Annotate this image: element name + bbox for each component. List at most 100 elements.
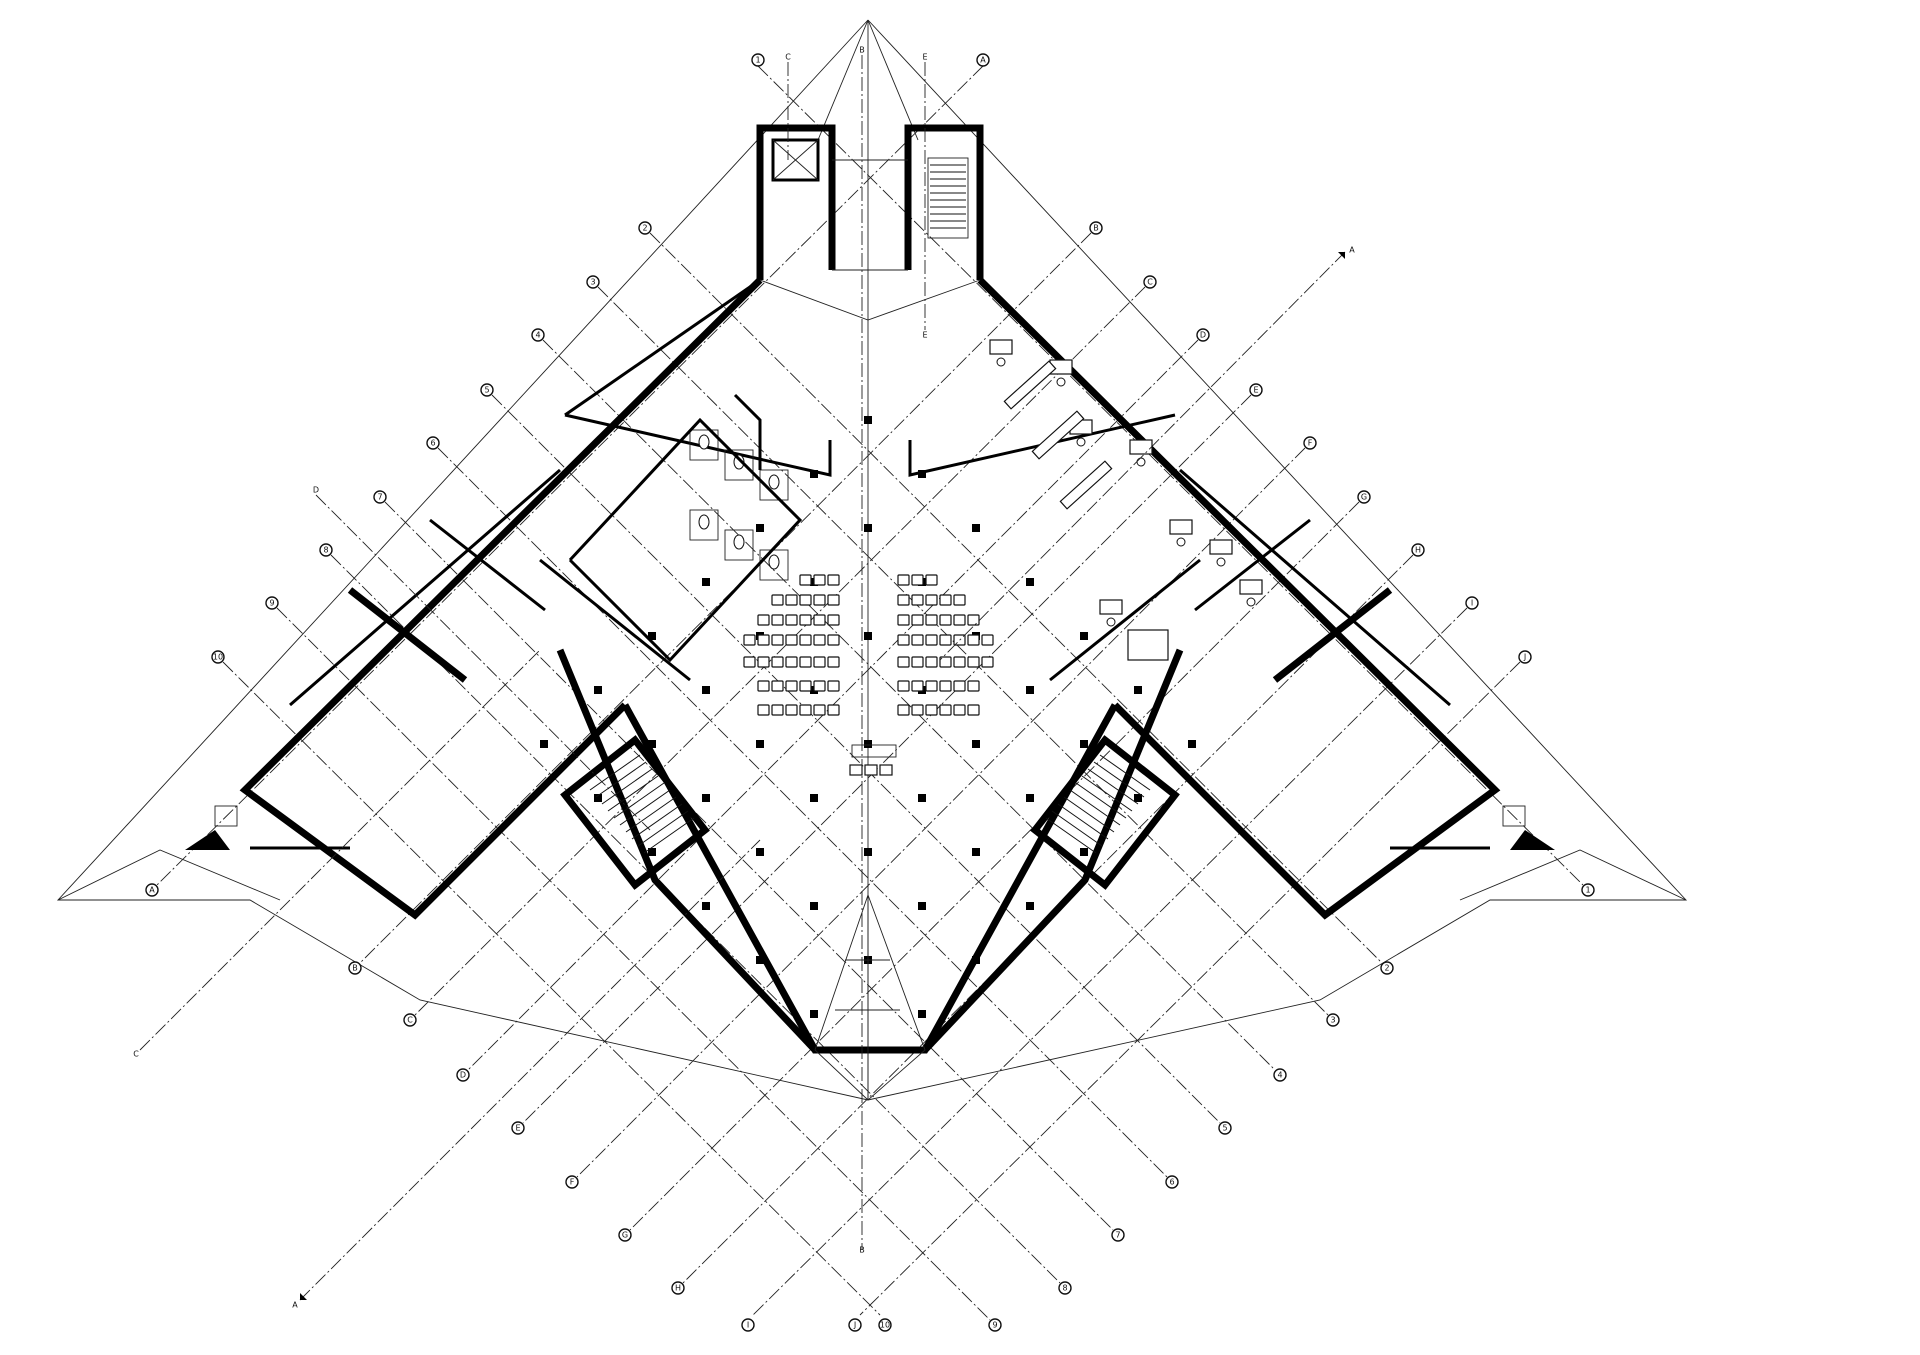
structural-column: [756, 740, 764, 748]
grid-bubble-top-1: 1: [751, 53, 765, 67]
seat: [771, 704, 784, 716]
seat: [771, 634, 784, 646]
svg-text:D: D: [460, 1071, 466, 1080]
grid-line-number-5: [491, 394, 1221, 1124]
seat: [757, 704, 770, 716]
section-markers: A A B B C C D E E: [133, 46, 1355, 1310]
svg-text:E: E: [1253, 386, 1258, 395]
svg-text:1: 1: [755, 56, 760, 65]
grid-bubble-bottom-10: 10: [878, 1318, 892, 1332]
grid-bubble-left-6: 6: [426, 436, 440, 450]
stair-tread: [601, 768, 653, 805]
grid-bubble-right-1: 1: [1581, 883, 1595, 897]
seat: [897, 594, 910, 606]
seat: [925, 704, 938, 716]
seat: [785, 680, 798, 692]
svg-text:A: A: [1349, 246, 1355, 255]
svg-text:8: 8: [323, 546, 328, 555]
seat: [771, 656, 784, 668]
seat: [785, 704, 798, 716]
grid-line-letter-9: [859, 661, 1521, 1316]
office-desk: [1099, 599, 1123, 615]
seat: [953, 680, 966, 692]
svg-text:I: I: [1471, 599, 1473, 608]
grid-bubble-right-F: F: [1303, 436, 1317, 450]
grid-bubble-right-7: 7: [1111, 1228, 1125, 1242]
grid-bubble-right-C: C: [1143, 275, 1157, 289]
lectern: [849, 744, 897, 776]
grid-bubble-bottom-D: D: [456, 1068, 470, 1082]
grid-bubble-bottom-A: A: [145, 883, 159, 897]
seat: [771, 614, 784, 626]
seat: [939, 594, 952, 606]
svg-text:9: 9: [269, 599, 274, 608]
seat: [925, 680, 938, 692]
end-corner-right: [1390, 805, 1555, 850]
svg-text:J: J: [853, 1321, 856, 1330]
office-chair: [996, 357, 1006, 367]
seat: [799, 574, 812, 586]
grid-bubble-bottom-H: H: [671, 1281, 685, 1295]
seat: [967, 704, 980, 716]
seat: [757, 656, 770, 668]
section-mark-A-bottom: A: [292, 839, 761, 1310]
seat: [953, 594, 966, 606]
grid-bubble-left-3: 3: [586, 275, 600, 289]
seat: [967, 614, 980, 626]
seat: [911, 680, 924, 692]
seat: [911, 594, 924, 606]
grid-bubble-right-E: E: [1249, 383, 1263, 397]
svg-text:B: B: [1093, 224, 1099, 233]
toilet-fixture: [733, 534, 745, 550]
structural-column: [1080, 740, 1088, 748]
seat: [827, 656, 840, 668]
svg-text:A: A: [149, 886, 155, 895]
grid-bubble-right-3: 3: [1326, 1013, 1340, 1027]
grid-bubble-right-4: 4: [1273, 1068, 1287, 1082]
structural-column: [972, 740, 980, 748]
seat: [785, 594, 798, 606]
structural-column: [1026, 902, 1034, 910]
structural-column: [1134, 794, 1142, 802]
grid-line-number-6: [437, 447, 1168, 1178]
stair-tower: [904, 124, 984, 280]
grid-bubble-bottom-G: G: [618, 1228, 632, 1242]
structural-column: [1134, 686, 1142, 694]
office-chair: [1246, 597, 1256, 607]
structural-column: [972, 848, 980, 856]
svg-text:B: B: [859, 1246, 865, 1255]
grid-line-number-2: [649, 232, 1383, 964]
structural-column: [864, 848, 872, 856]
structural-grid: [156, 65, 1584, 1321]
seat: [799, 614, 812, 626]
grid-bubble-right-D: D: [1196, 328, 1210, 342]
seat: [771, 680, 784, 692]
grid-bubble-right-2: 2: [1380, 961, 1394, 975]
seat: [813, 574, 826, 586]
stair-tread: [589, 754, 641, 791]
grid-line-number-7: [384, 501, 1114, 1231]
seat: [911, 704, 924, 716]
svg-text:J: J: [1523, 653, 1526, 662]
toilet-cubicle: [724, 449, 754, 481]
svg-text:9: 9: [992, 1321, 997, 1330]
seat: [939, 614, 952, 626]
grid-line-letter-6: [629, 501, 1360, 1231]
grid-line-letter-5: [576, 447, 1306, 1178]
office-chair: [1056, 377, 1066, 387]
stair-core-right: [1030, 735, 1180, 890]
grid-bubble-left-7: 7: [373, 490, 387, 504]
svg-text:C: C: [785, 53, 791, 62]
seat: [743, 656, 756, 668]
grid-bubble-left-2: 2: [638, 221, 652, 235]
structural-column: [648, 632, 656, 640]
grid-bubble-bottom-I: I: [741, 1318, 755, 1332]
structural-column: [918, 470, 926, 478]
svg-text:F: F: [570, 1178, 575, 1187]
grid-bubble-right-6: 6: [1165, 1175, 1179, 1189]
office-chair: [1136, 457, 1146, 467]
seat: [757, 634, 770, 646]
structural-column: [972, 524, 980, 532]
toilet-fixture: [698, 434, 710, 450]
structural-column: [918, 902, 926, 910]
